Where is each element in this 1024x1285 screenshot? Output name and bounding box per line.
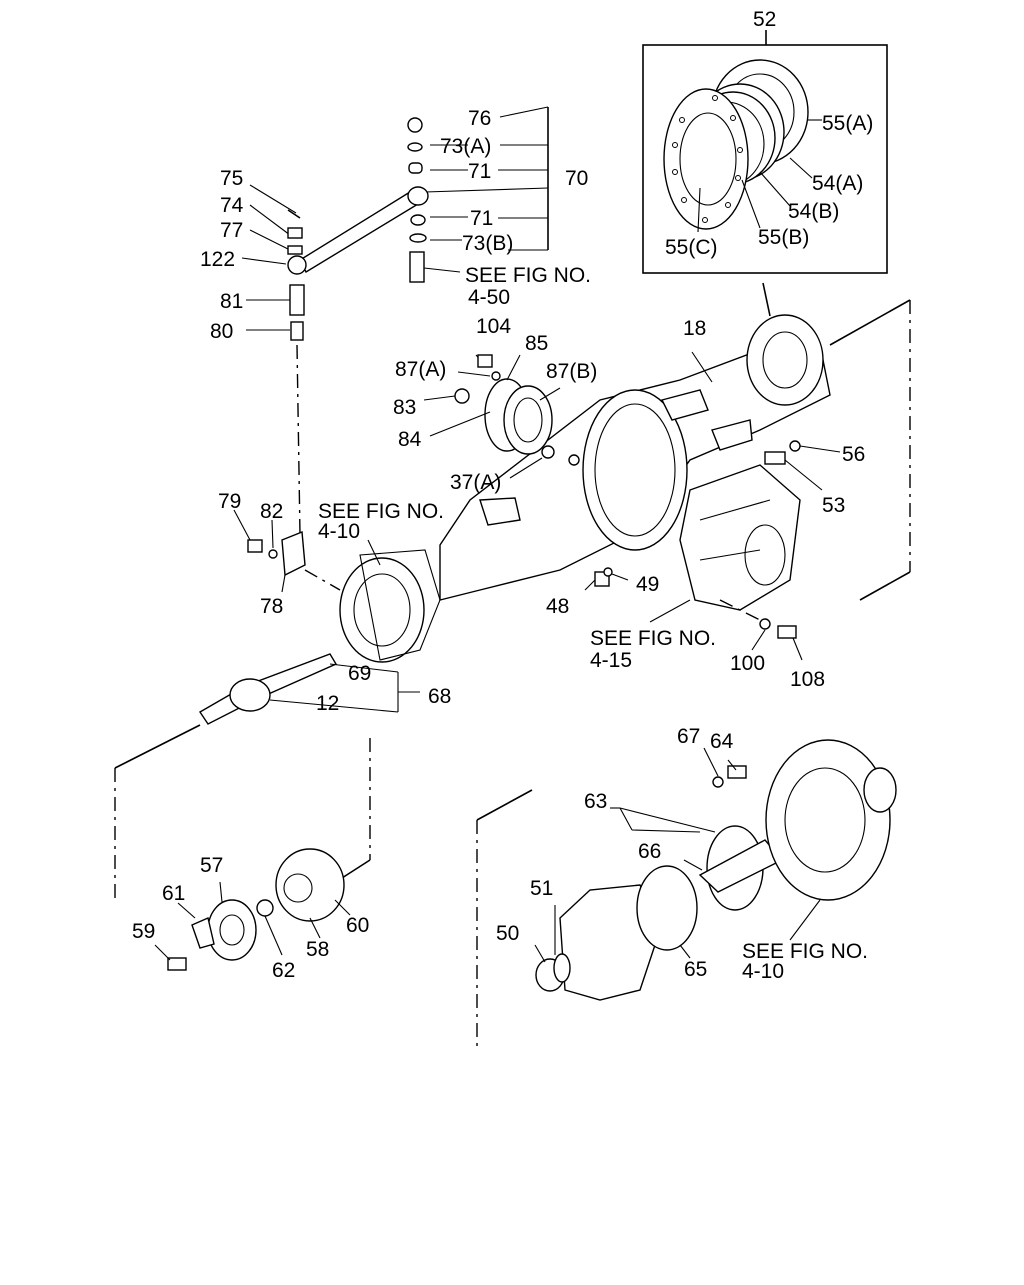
callout-label: 55(C) xyxy=(665,236,718,259)
carrier-housing-part xyxy=(559,884,661,1001)
brake-drum-part xyxy=(765,739,891,901)
reference-note: SEE FIG NO. xyxy=(318,500,444,523)
callout-label: 79 xyxy=(218,490,241,513)
callout-label: 69 xyxy=(348,662,371,685)
callout-label: 122 xyxy=(200,248,235,271)
callout-label: 71 xyxy=(470,207,493,230)
callout-label: 62 xyxy=(272,959,295,982)
callout-labels: 52 55(A) 54(A) 54(B) 55(B) 55(C) 76 73(A… xyxy=(132,8,873,983)
callout-label: 85 xyxy=(525,332,548,355)
inset-box xyxy=(642,44,888,274)
callout-label: 54(A) xyxy=(812,172,863,195)
callout-label: 66 xyxy=(638,840,661,863)
reference-note: 4-15 xyxy=(590,649,632,672)
reference-note: 4-10 xyxy=(742,960,784,983)
flange-55c-part xyxy=(663,88,749,230)
callout-label: 73(B) xyxy=(462,232,513,255)
carrier-cover-part xyxy=(679,464,801,611)
reference-note: SEE FIG NO. xyxy=(590,627,716,650)
callout-label: 50 xyxy=(496,922,519,945)
reference-note: SEE FIG NO. xyxy=(465,264,591,287)
gasket-57-part xyxy=(207,899,257,961)
callout-label: 48 xyxy=(546,595,569,618)
callout-label: 83 xyxy=(393,396,416,419)
callout-label: 87(A) xyxy=(395,358,446,381)
callout-label: 84 xyxy=(398,428,422,451)
callout-label: 73(A) xyxy=(440,135,491,158)
callout-label: 80 xyxy=(210,320,233,343)
callout-label: 87(B) xyxy=(546,360,597,383)
callout-label: 12 xyxy=(316,692,339,715)
callout-label: 70 xyxy=(565,167,588,190)
callout-label: 71 xyxy=(468,160,491,183)
tie-rod-part xyxy=(299,191,419,273)
nut-76-part xyxy=(407,117,423,133)
callout-label: 81 xyxy=(220,290,243,313)
callout-label: 59 xyxy=(132,920,155,943)
callout-label: 18 xyxy=(683,317,706,340)
callout-label: 49 xyxy=(636,573,659,596)
callout-label: 51 xyxy=(530,877,553,900)
callout-label: 55(A) xyxy=(822,112,873,135)
reference-note: 4-50 xyxy=(468,286,510,309)
reference-note: 4-10 xyxy=(318,520,360,543)
callout-label: 78 xyxy=(260,595,283,618)
callout-label: 55(B) xyxy=(758,226,809,249)
callout-label: 53 xyxy=(822,494,845,517)
callout-label: 61 xyxy=(162,882,185,905)
callout-label: 67 xyxy=(677,725,700,748)
knuckle-part xyxy=(339,557,425,663)
callout-label: 58 xyxy=(306,938,329,961)
callout-label: 68 xyxy=(428,685,451,708)
callout-label: 75 xyxy=(220,167,243,190)
callout-label: 100 xyxy=(730,652,765,675)
reference-note: SEE FIG NO. xyxy=(742,940,868,963)
callout-label: 77 xyxy=(220,219,243,242)
callout-label: 108 xyxy=(790,668,825,691)
callout-label: 60 xyxy=(346,914,369,937)
hub-60-part xyxy=(275,848,345,922)
callout-label: 52 xyxy=(753,8,776,31)
callout-label: 74 xyxy=(220,194,244,217)
callout-label: 82 xyxy=(260,500,283,523)
callout-label: 104 xyxy=(476,315,511,338)
callout-label: 65 xyxy=(684,958,707,981)
callout-label: 56 xyxy=(842,443,865,466)
callout-label: 76 xyxy=(468,107,491,130)
callout-label: 63 xyxy=(584,790,607,813)
callout-label: 54(B) xyxy=(788,200,839,223)
callout-label: 64 xyxy=(710,730,734,753)
callout-label: 57 xyxy=(200,854,223,877)
callout-label: 37(A) xyxy=(450,471,501,494)
